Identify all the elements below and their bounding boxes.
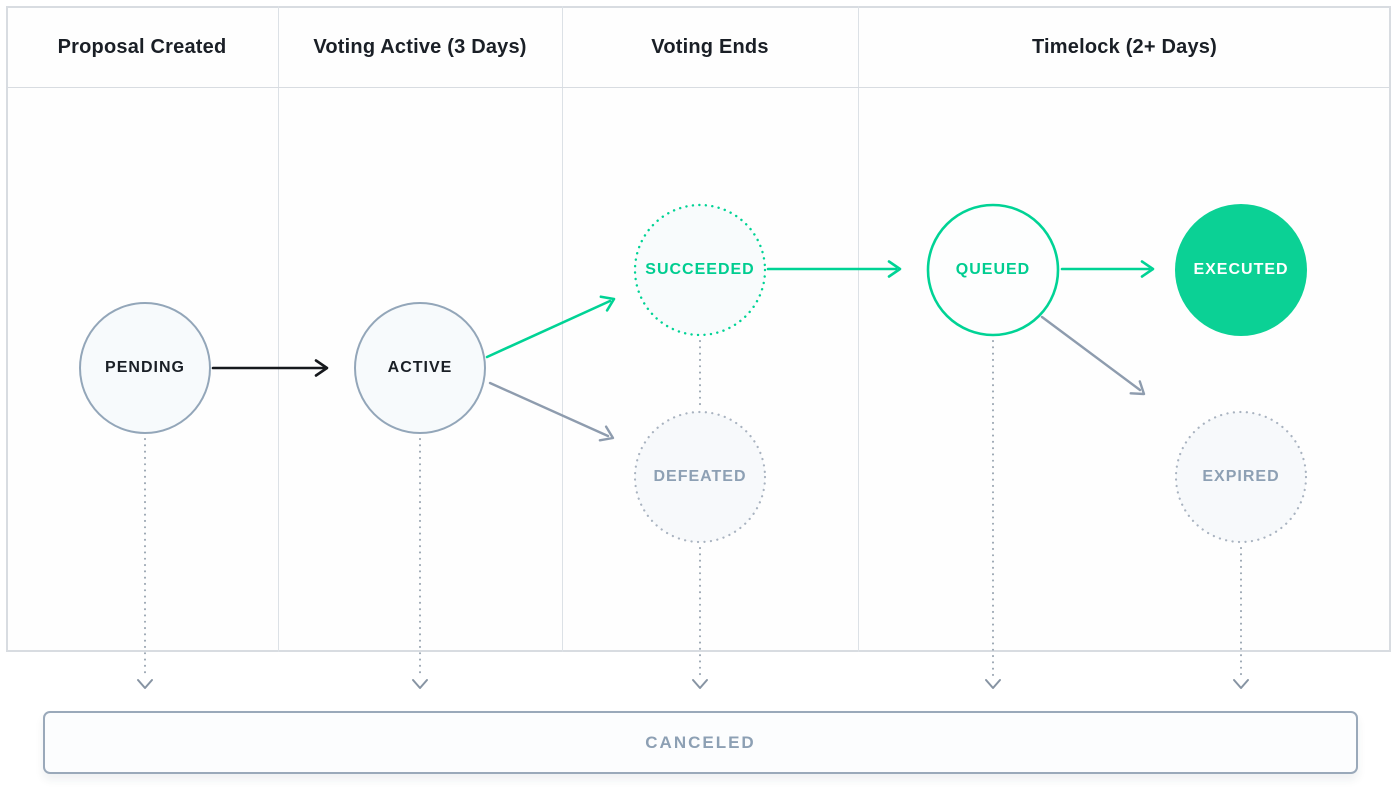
state-label: QUEUED	[955, 261, 1031, 278]
state-circle	[926, 203, 1060, 337]
chevron-down-icon	[1233, 679, 1249, 689]
state-label: ACTIVE	[387, 359, 453, 376]
timeline-header-row: Proposal Created Voting Active (3 Days) …	[6, 6, 1391, 88]
state-circle-filled	[1175, 204, 1307, 336]
state-label: EXECUTED	[1193, 261, 1289, 278]
column-divider	[562, 6, 563, 652]
state-label: EXPIRED	[1202, 468, 1280, 485]
chevron-down-icon	[412, 679, 428, 689]
chevron-down-icon	[692, 679, 708, 689]
column-divider	[858, 6, 859, 652]
column-divider	[278, 6, 279, 652]
chevron-down-icon	[985, 679, 1001, 689]
state-label: CANCELED	[645, 732, 756, 752]
column-header-voting-active: Voting Active (3 Days)	[313, 35, 527, 58]
column-header-voting-ends: Voting Ends	[651, 35, 769, 58]
state-label: PENDING	[105, 359, 185, 376]
state-active: ACTIVE	[353, 301, 487, 435]
state-label: SUCCEEDED	[645, 261, 755, 278]
state-defeated: DEFEATED	[633, 410, 767, 544]
state-pending: PENDING	[78, 301, 212, 435]
state-circle-dotted	[1174, 410, 1308, 544]
state-queued: QUEUED	[926, 203, 1060, 337]
column-header-proposal-created: Proposal Created	[57, 35, 227, 58]
state-succeeded: SUCCEEDED	[633, 203, 767, 337]
state-circle	[354, 302, 486, 434]
state-label: DEFEATED	[653, 468, 747, 485]
state-circle-dotted	[633, 410, 767, 544]
column-header-timelock: Timelock (2+ Days)	[1032, 35, 1217, 58]
chevron-down-icon	[137, 679, 153, 689]
state-canceled: CANCELED	[43, 711, 1358, 774]
state-circle	[79, 302, 211, 434]
state-executed: EXECUTED	[1174, 203, 1308, 337]
state-circle-dotted	[633, 203, 767, 337]
state-expired: EXPIRED	[1174, 410, 1308, 544]
